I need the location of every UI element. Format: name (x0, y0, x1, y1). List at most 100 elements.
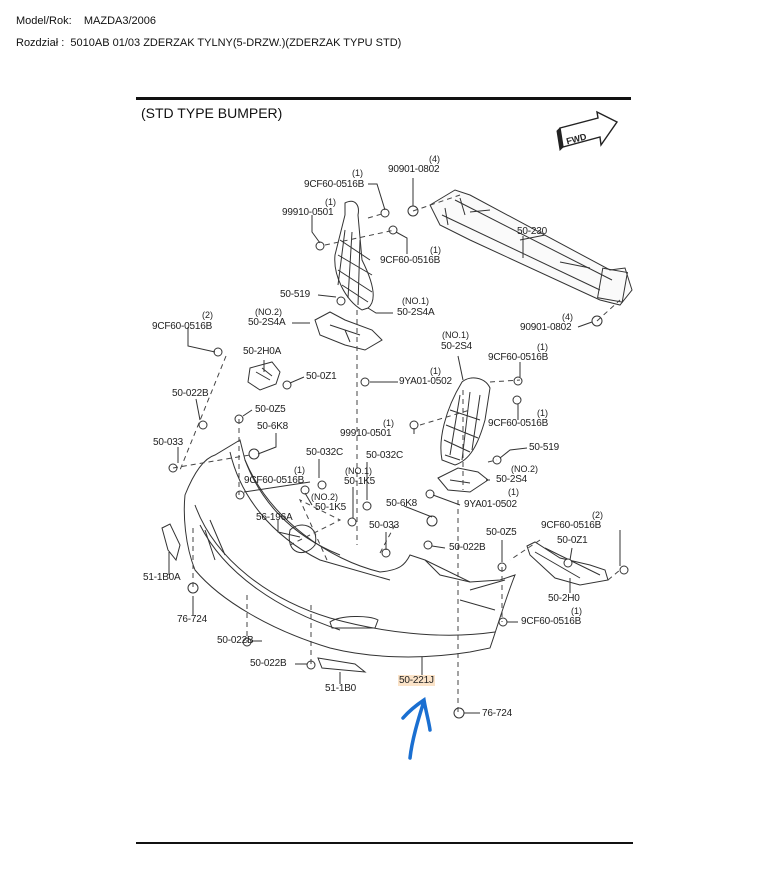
qty-p2: (4) (429, 154, 440, 164)
bumper-cover-50-221j (183, 439, 516, 658)
part-label[interactable]: 50-033 (369, 520, 399, 531)
part-label[interactable]: 50-2H0 (548, 593, 580, 604)
clip-50-1k5-no1 (347, 517, 357, 527)
part-label[interactable]: 50-519 (280, 289, 310, 300)
part-label[interactable]: 50-1K5 (344, 476, 376, 487)
part-51-1b0 (317, 657, 367, 673)
part-label[interactable]: 9CF60-0516B (521, 616, 582, 627)
part-label[interactable]: 9CF60-0516B (488, 352, 549, 363)
grommet-50-6k8-right (426, 515, 438, 527)
part-label[interactable]: 50-0Z1 (557, 535, 588, 546)
part-label[interactable]: 76-724 (177, 614, 207, 625)
part-label[interactable]: 50-0Z5 (255, 404, 286, 415)
part-label[interactable]: 9CF60-0516B (541, 520, 602, 531)
part-label[interactable]: 76-724 (482, 708, 512, 719)
qty-p20: (1) (383, 418, 394, 428)
assembly-lines (172, 194, 621, 713)
nut-99910-upper (315, 241, 325, 251)
part-label[interactable]: 50-519 (529, 442, 559, 453)
part-label[interactable]: 99910-0501 (340, 428, 392, 439)
section-row: Rozdział : 5010AB 01/03 ZDERZAK TYLNY(5-… (16, 37, 401, 49)
part-label[interactable]: 51-1B0 (325, 683, 357, 694)
bumper-reinforcement-50-230 (429, 189, 633, 306)
part-label-50-221j[interactable]: 50-221J (398, 675, 435, 686)
part-label[interactable]: 50-6K8 (386, 498, 418, 509)
model-row: Model/Rok: MAZDA3/2006 (16, 15, 156, 27)
bottom-rule (136, 842, 633, 844)
nut-50-032c-2 (362, 501, 372, 511)
part-label[interactable]: 50-2S4A (397, 307, 435, 318)
top-rule (136, 97, 631, 100)
part-label[interactable]: 50-022B (449, 542, 486, 553)
nut-50-032c-1 (317, 480, 327, 490)
bolt-9cf60-right-2 (512, 395, 522, 405)
grommet-50-6k8-left (248, 448, 260, 460)
clip-50-022b-right (423, 540, 433, 550)
part-label[interactable]: 50-1K5 (315, 502, 347, 513)
qty-p25: (1) (294, 465, 305, 475)
annotation-arrow-icon (401, 697, 432, 760)
qty-p1: (1) (352, 168, 363, 178)
part-label[interactable]: 9CF60-0516B (488, 418, 549, 429)
section-label: Rozdział : (16, 37, 65, 49)
part-label[interactable]: 9YA01-0502 (464, 499, 517, 510)
part-label[interactable]: 9CF60-0516B (244, 475, 305, 486)
qty-p28: (NO.2) (311, 492, 338, 502)
part-label[interactable]: 90901-0802 (520, 322, 572, 333)
bolt-9cf60-far-right (619, 565, 629, 575)
qty-p9: (4) (562, 312, 573, 322)
bolt-9cf60-center (235, 490, 245, 500)
section-value: 5010AB 01/03 ZDERZAK TYLNY(5-DRZW.)(ZDER… (70, 37, 402, 49)
part-label[interactable]: 50-022B (250, 658, 287, 669)
part-label[interactable]: 50-2H0A (243, 346, 282, 357)
diagram-title: (STD TYPE BUMPER) (141, 105, 283, 121)
part-label[interactable]: 50-2S4 (496, 474, 528, 485)
fwd-arrow-icon: FWD (556, 110, 619, 152)
qty-p30: (1) (508, 487, 519, 497)
part-label[interactable]: 9YA01-0502 (399, 376, 452, 387)
part-label[interactable]: 50-022B (172, 388, 209, 399)
part-label[interactable]: 9CF60-0516B (380, 255, 441, 266)
bolt-9cf60-lower-right (498, 617, 508, 627)
part-label[interactable]: 50-0Z5 (486, 527, 517, 538)
model-value: MAZDA3/2006 (83, 15, 157, 27)
part-label[interactable]: 50-032C (306, 447, 343, 458)
part-label[interactable]: 50-230 (517, 226, 547, 237)
part-label[interactable]: 9CF60-0516B (152, 321, 213, 332)
qty-p7: (NO.1) (402, 296, 429, 306)
bolt-9cf60-mid (388, 225, 398, 235)
part-label[interactable]: 90901-0802 (388, 164, 440, 175)
part-label[interactable]: 50-032C (366, 450, 403, 461)
part-label[interactable]: 50-6K8 (257, 421, 289, 432)
highlighted-part-label[interactable]: 50-221J (398, 675, 435, 686)
qty-p34: (2) (592, 510, 603, 520)
part-label[interactable]: 56-196A (256, 512, 293, 523)
qty-p27: (NO.2) (511, 464, 538, 474)
clip-50-0z1-left (282, 380, 292, 390)
part-label[interactable]: 50-2S4 (441, 341, 473, 352)
part-label[interactable]: 51-1B0A (143, 572, 181, 583)
side-stay-50-2h0a (247, 361, 281, 391)
qty-p15: (1) (430, 366, 441, 376)
part-label[interactable]: 50-2S4A (248, 317, 286, 328)
screw-50-033-right (381, 548, 391, 558)
leader-lines (168, 178, 621, 714)
bolt-9cf60-right-1 (513, 376, 523, 386)
pin-76-724-right (453, 707, 465, 719)
bolt-9ya01-lower (425, 489, 435, 499)
qty-p13: (1) (537, 342, 548, 352)
part-label[interactable]: 50-022B (217, 635, 254, 646)
bracket-50-2s4a-no2 (314, 311, 383, 351)
qty-p4: (1) (430, 245, 441, 255)
qty-p18: (1) (537, 408, 548, 418)
part-label[interactable]: 99910-0501 (282, 207, 334, 218)
model-label: Model/Rok: (16, 15, 72, 27)
part-label[interactable]: 50-0Z1 (306, 371, 337, 382)
screw-50-519 (336, 296, 346, 306)
qty-p10: (2) (202, 310, 213, 320)
part-label[interactable]: 9CF60-0516B (304, 179, 365, 190)
qty-p40: (1) (571, 606, 582, 616)
clip-50-0z1-right (563, 558, 573, 568)
part-label[interactable]: 50-033 (153, 437, 183, 448)
